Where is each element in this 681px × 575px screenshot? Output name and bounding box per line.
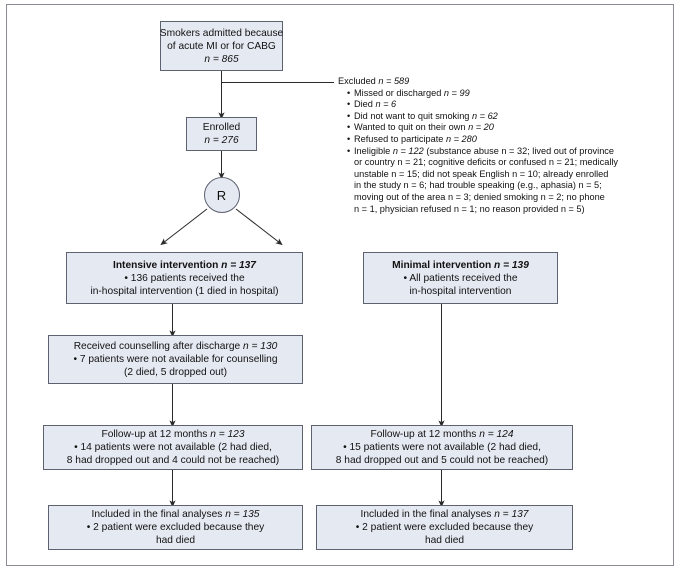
minimal-header: Minimal intervention n = 139 bbox=[392, 259, 529, 272]
excluded-heading-label: Excluded bbox=[338, 76, 376, 86]
node-enrolled: Enrolled n = 276 bbox=[186, 117, 257, 151]
excluded-list: Missed or discharged n = 99 Died n = 6 D… bbox=[338, 88, 676, 216]
final-left-header-label: Included in the final analyses bbox=[91, 509, 223, 520]
node-followup-minimal: Follow-up at 12 months n = 124 • 15 pati… bbox=[311, 425, 573, 470]
excluded-item-label: Did not want to quit smoking bbox=[354, 110, 470, 121]
excluded-item-count: n = 62 bbox=[471, 110, 498, 121]
intensive-header: Intensive intervention n = 137 bbox=[113, 259, 256, 272]
excluded-item-count: n = 99 bbox=[443, 87, 470, 98]
excluded-heading: Excluded n = 589 bbox=[338, 76, 676, 88]
followup-right-header-count: n = 124 bbox=[479, 429, 514, 440]
followup-right-header: Follow-up at 12 months n = 124 bbox=[370, 428, 513, 441]
followup-left-header-label: Follow-up at 12 months bbox=[101, 429, 208, 440]
followup-right-line-3: 8 had dropped out and 5 could not be rea… bbox=[335, 455, 549, 466]
final-left-line-3: had died bbox=[155, 535, 196, 546]
excluded-heading-count: n = 589 bbox=[378, 76, 410, 86]
enrollment-line-1: Smokers admitted because bbox=[159, 27, 284, 39]
final-left-line-2: • 2 patient were excluded because they bbox=[86, 522, 265, 533]
ineligible-detail-line: in the study n = 6; had trouble speaking… bbox=[354, 180, 602, 191]
followup-left-line-2: • 14 patients were not available (2 had … bbox=[74, 442, 272, 453]
ineligible-label: Ineligible bbox=[354, 145, 391, 156]
list-item: Did not want to quit smoking n = 62 bbox=[347, 111, 676, 123]
node-final-analyses-minimal: Included in the final analyses n = 137 •… bbox=[316, 505, 573, 550]
excluded-item-label: Missed or discharged bbox=[354, 87, 442, 98]
intensive-header-count: n = 137 bbox=[221, 259, 256, 271]
ineligible-detail-line: n = 1, physician refused n = 1; no reaso… bbox=[354, 203, 585, 214]
list-item: Died n = 6 bbox=[347, 99, 676, 111]
excluded-item-count: n = 280 bbox=[445, 133, 477, 144]
excluded-item-count: n = 20 bbox=[468, 122, 494, 133]
node-randomization: R bbox=[203, 177, 240, 213]
followup-left-header-count: n = 123 bbox=[210, 429, 245, 440]
node-minimal-intervention: Minimal intervention n = 139 • All patie… bbox=[363, 252, 558, 304]
minimal-line-2: in-hospital intervention bbox=[409, 285, 512, 297]
excluded-item-label: Wanted to quit on their own bbox=[354, 122, 466, 133]
node-followup-intensive: Follow-up at 12 months n = 123 • 14 pati… bbox=[43, 425, 303, 470]
intensive-header-label: Intensive intervention bbox=[113, 259, 219, 271]
followup-left-header: Follow-up at 12 months n = 123 bbox=[101, 428, 244, 441]
minimal-line-1: • All patients received the bbox=[403, 272, 518, 284]
ineligible-detail-line: (substance abuse n = 32; lived out of pr… bbox=[426, 145, 615, 156]
excluded-block: Excluded n = 589 Missed or discharged n … bbox=[338, 76, 676, 215]
ineligible-detail-line: unstable n = 15; did not speak English n… bbox=[354, 168, 609, 179]
list-item: Missed or discharged n = 99 bbox=[347, 88, 676, 100]
followup-right-line-2: • 15 patients were not available (2 had … bbox=[343, 442, 541, 453]
counselling-line-3: (2 died, 5 dropped out) bbox=[123, 367, 228, 378]
list-item: Wanted to quit on their own n = 20 bbox=[347, 122, 676, 134]
list-item-ineligible: Ineligible n = 122 (substance abuse n = … bbox=[347, 146, 676, 216]
node-final-analyses-intensive: Included in the final analyses n = 135 •… bbox=[48, 505, 303, 550]
counselling-header: Received counselling after discharge n =… bbox=[74, 340, 278, 353]
excluded-item-label: Died bbox=[354, 99, 373, 110]
list-item: Refused to participate n = 280 bbox=[347, 134, 676, 146]
final-right-header-count: n = 137 bbox=[494, 509, 529, 520]
ineligible-count: n = 122 bbox=[392, 145, 424, 156]
enrollment-count: n = 865 bbox=[204, 53, 239, 65]
counselling-header-label: Received counselling after discharge bbox=[73, 341, 241, 352]
excluded-item-label: Refused to participate bbox=[354, 133, 444, 144]
enrollment-line-2: of acute MI or for CABG bbox=[167, 40, 276, 52]
ineligible-detail-line: moving out of the area n = 3; denied smo… bbox=[354, 191, 605, 202]
enrolled-count: n = 276 bbox=[204, 135, 239, 146]
node-received-counselling: Received counselling after discharge n =… bbox=[48, 335, 303, 384]
excluded-item-count: n = 6 bbox=[375, 99, 397, 110]
final-right-line-2: • 2 patient were excluded because they bbox=[355, 522, 534, 533]
final-left-header-count: n = 135 bbox=[225, 509, 260, 520]
final-right-line-3: had died bbox=[424, 535, 465, 546]
minimal-header-label: Minimal intervention bbox=[392, 259, 492, 271]
final-left-header: Included in the final analyses n = 135 bbox=[92, 508, 260, 521]
counselling-line-2: • 7 patients were not available for coun… bbox=[73, 354, 278, 365]
intensive-line-2: in-hospital intervention (1 died in hosp… bbox=[90, 285, 279, 297]
final-right-header: Included in the final analyses n = 137 bbox=[361, 508, 529, 521]
ineligible-detail-line: or country n = 21; cognitive deficits or… bbox=[354, 157, 619, 168]
minimal-header-count: n = 139 bbox=[494, 259, 529, 271]
node-enrollment: Smokers admitted because of acute MI or … bbox=[160, 21, 283, 71]
intensive-line-1: • 136 patients received the bbox=[124, 272, 245, 284]
enrolled-label: Enrolled bbox=[202, 122, 241, 133]
node-intensive-intervention: Intensive intervention n = 137 • 136 pat… bbox=[66, 252, 303, 304]
randomization-label: R bbox=[216, 187, 227, 203]
followup-left-line-3: 8 had dropped out and 4 could not be rea… bbox=[66, 455, 280, 466]
counselling-header-count: n = 130 bbox=[243, 341, 278, 352]
followup-right-header-label: Follow-up at 12 months bbox=[370, 429, 477, 440]
final-right-header-label: Included in the final analyses bbox=[360, 509, 492, 520]
